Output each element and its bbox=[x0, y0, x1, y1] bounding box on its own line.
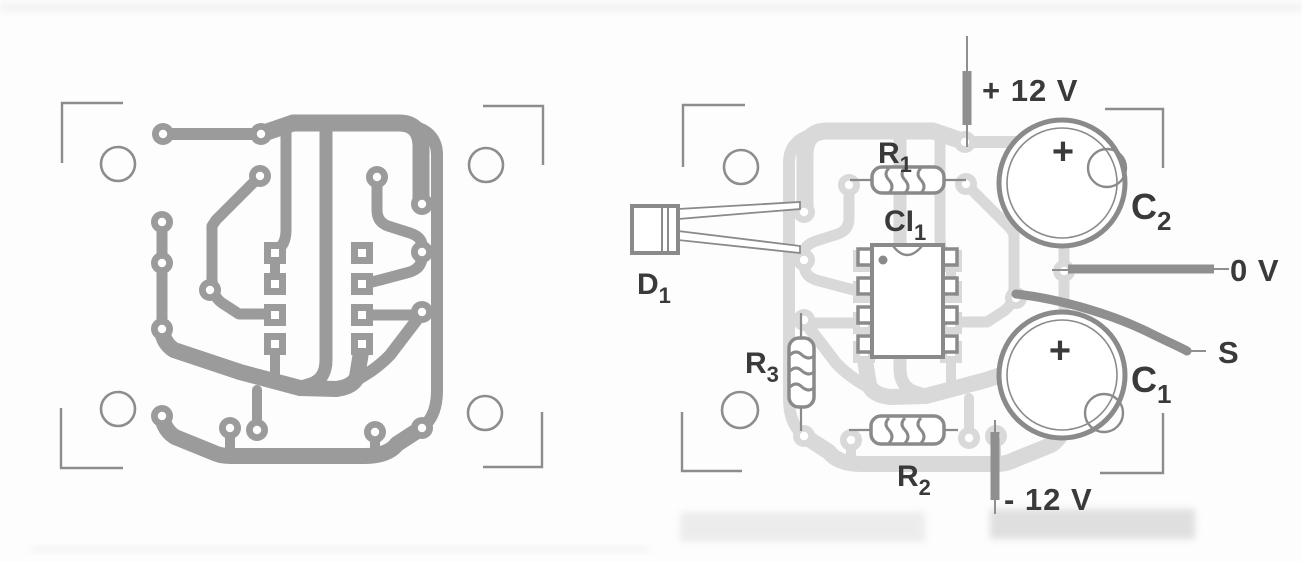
resistor-r1 bbox=[850, 165, 966, 195]
scan-artifacts bbox=[0, 3, 1302, 553]
label-c2-polarity: + bbox=[1052, 131, 1074, 173]
wire-s bbox=[1011, 289, 1206, 356]
right-mounting-holes bbox=[720, 148, 760, 430]
label-r2: R2 bbox=[897, 460, 931, 500]
left-copper-tracks bbox=[151, 123, 437, 456]
label-ci1: CI1 bbox=[884, 205, 926, 245]
watermark-smudge bbox=[680, 512, 925, 542]
label-r3: R3 bbox=[745, 347, 779, 387]
wire-0v bbox=[1052, 264, 1229, 274]
label-plus-12v: + 12 V bbox=[982, 73, 1079, 108]
label-c1-polarity: + bbox=[1049, 330, 1071, 372]
label-d1: D1 bbox=[637, 268, 671, 308]
ic-notch bbox=[892, 245, 923, 257]
capacitor-c1 bbox=[996, 309, 1128, 441]
capacitor-c2 bbox=[996, 117, 1128, 249]
labels: + 12 V R1 CI1 C2 0 V S C1 R3 R2 D1 - 12 … bbox=[637, 73, 1280, 517]
label-r1: R1 bbox=[878, 137, 912, 177]
resistor-r3 bbox=[787, 313, 817, 431]
resistor-r2 bbox=[849, 414, 958, 446]
left-board-copper-layout bbox=[59, 101, 545, 470]
left-mounting-holes bbox=[99, 145, 505, 432]
label-0v: 0 V bbox=[1230, 253, 1280, 288]
right-board-component-layout: + 12 V R1 CI1 C2 0 V S C1 R3 R2 D1 - 12 … bbox=[630, 36, 1280, 517]
label-c1: C1 bbox=[1131, 359, 1171, 409]
ic-ci1 bbox=[856, 243, 959, 359]
watermark-smudge bbox=[990, 509, 1195, 539]
photodiode-d1 bbox=[630, 201, 801, 255]
label-c2: C2 bbox=[1131, 186, 1171, 236]
left-corner-marks bbox=[59, 101, 545, 470]
ic-pin1-dot bbox=[878, 255, 888, 265]
label-minus-12v: - 12 V bbox=[1004, 482, 1093, 517]
external-wires bbox=[962, 36, 1229, 514]
label-s: S bbox=[1218, 335, 1240, 370]
right-corner-marks bbox=[680, 103, 1165, 475]
